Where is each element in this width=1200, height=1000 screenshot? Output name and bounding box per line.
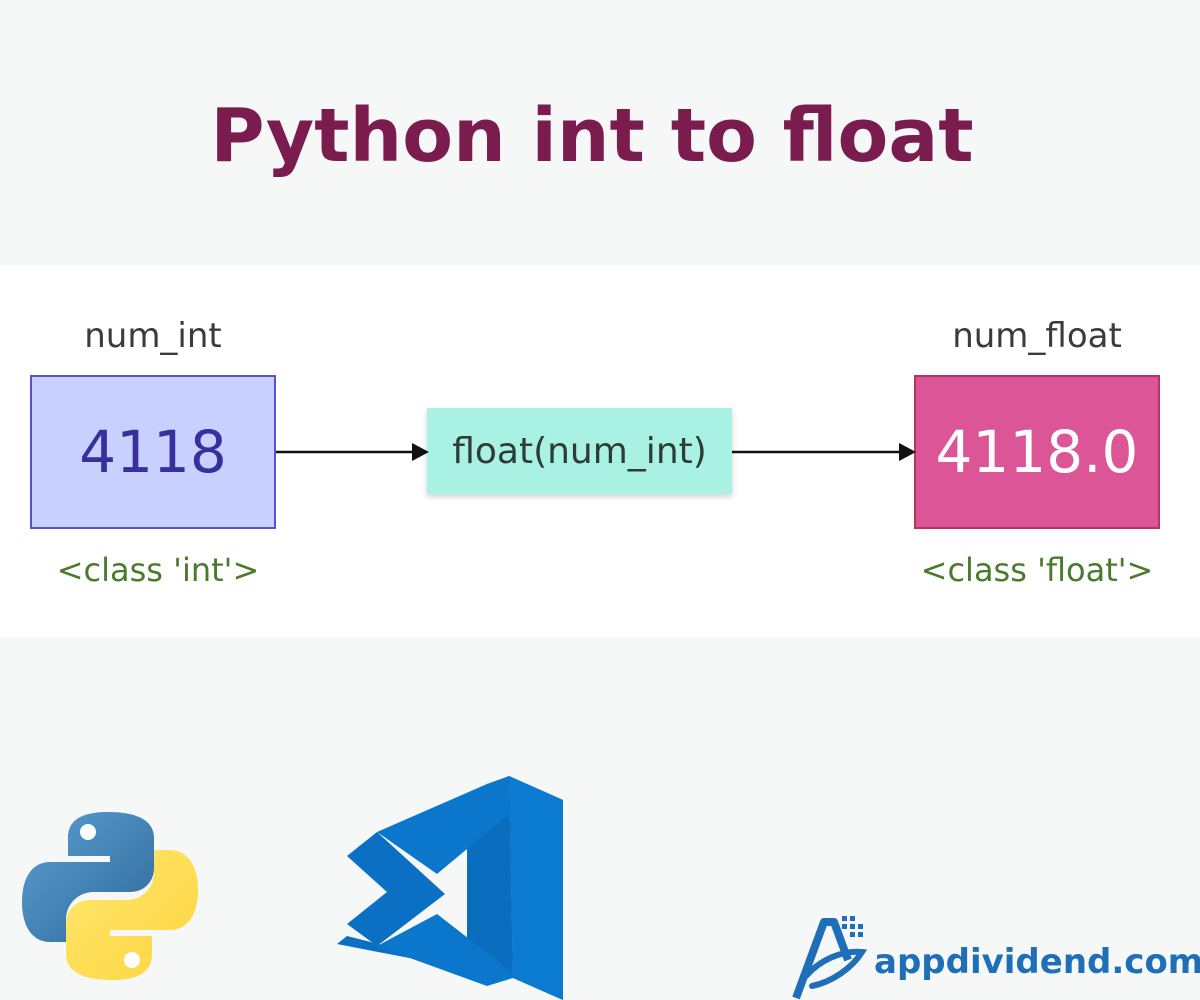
brand-block: appdividend.com	[790, 912, 1200, 1000]
page-title: Python int to float	[210, 93, 974, 179]
arrow-function-to-float	[732, 443, 916, 461]
int-value: 4118	[79, 418, 227, 486]
python-logo-icon	[22, 812, 198, 980]
int-value-box: 4118	[30, 375, 276, 529]
float-variable-name: num_float	[952, 316, 1122, 356]
float-value: 4118.0	[935, 418, 1139, 486]
float-function-box: float(num_int)	[427, 408, 732, 494]
float-function-call: float(num_int)	[452, 430, 707, 472]
appdividend-logo-icon	[792, 916, 868, 1000]
int-class-label: <class 'int'>	[56, 551, 260, 589]
float-value-box: 4118.0	[914, 375, 1160, 529]
int-variable-name: num_int	[84, 316, 222, 356]
vscode-logo-icon	[337, 776, 563, 1000]
arrow-int-to-function	[276, 443, 429, 461]
brand-name: appdividend.com	[874, 942, 1200, 982]
float-class-label: <class 'float'>	[920, 551, 1154, 589]
